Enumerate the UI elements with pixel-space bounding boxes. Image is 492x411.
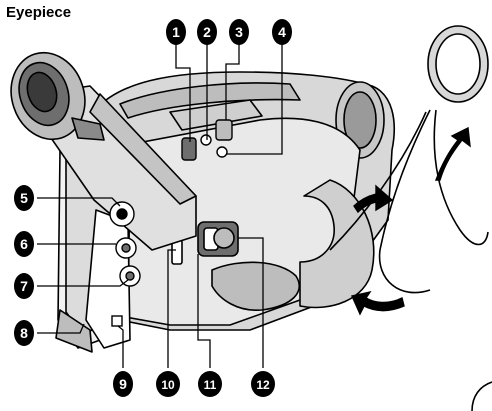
svg-text:4: 4 — [278, 24, 286, 40]
callout-1: 1 — [166, 19, 186, 45]
terminal-jacks — [109, 119, 233, 327]
callout-6: 6 — [14, 231, 34, 257]
svg-text:7: 7 — [20, 278, 28, 294]
callout-2: 2 — [197, 19, 217, 45]
svg-text:12: 12 — [256, 378, 270, 392]
up-arrow-icon — [434, 126, 471, 181]
camcorder-body — [55, 71, 395, 353]
lens-cap — [329, 25, 489, 294]
svg-text:9: 9 — [119, 376, 127, 392]
callout-10: 10 — [156, 371, 180, 397]
svg-text:1: 1 — [172, 24, 180, 40]
svg-text:8: 8 — [20, 325, 28, 341]
callout-11: 11 — [198, 371, 222, 397]
small-terminal-icon — [111, 315, 123, 327]
arrows — [351, 126, 471, 316]
svg-text:5: 5 — [20, 190, 28, 206]
callout-7: 7 — [14, 273, 34, 299]
callout-12: 12 — [251, 371, 275, 397]
callout-8: 8 — [14, 320, 34, 346]
svg-text:10: 10 — [161, 378, 175, 392]
svg-text:11: 11 — [204, 378, 217, 392]
eyepiece-label: Eyepiece — [6, 4, 71, 21]
curve-arrow-icon — [351, 290, 405, 316]
svg-text:3: 3 — [235, 24, 243, 40]
viewfinder — [10, 51, 197, 251]
svg-text:6: 6 — [20, 236, 28, 252]
callout-4: 4 — [272, 19, 292, 45]
callout-9: 9 — [113, 371, 133, 397]
svg-text:2: 2 — [203, 24, 211, 40]
right-arrow-icon — [353, 184, 394, 214]
leader-lines — [37, 44, 283, 368]
callout-5: 5 — [14, 185, 34, 211]
partial-circle — [471, 381, 492, 411]
callout-3: 3 — [229, 19, 249, 45]
